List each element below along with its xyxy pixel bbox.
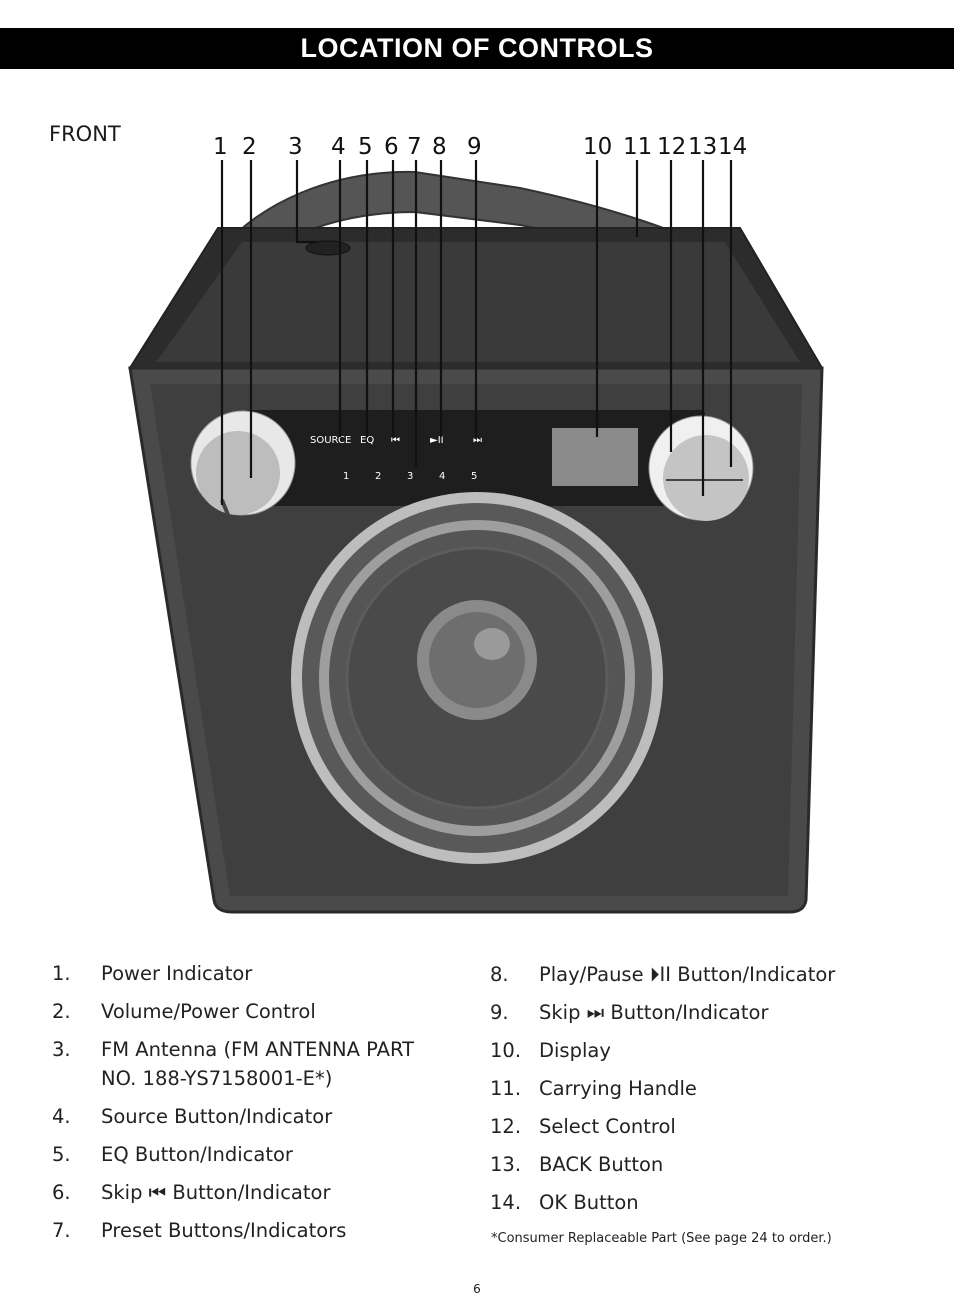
callout-14: 14 bbox=[718, 134, 747, 160]
callout-5: 5 bbox=[358, 134, 373, 160]
controls-list-right: 8.Play/Pause ⏵II Button/Indicator 9.Skip… bbox=[490, 963, 836, 1214]
callout-7: 7 bbox=[407, 134, 422, 160]
skip-back-icon: ⏮ bbox=[391, 435, 400, 446]
callout-2: 2 bbox=[242, 134, 257, 160]
callout-12: 12 bbox=[657, 134, 686, 160]
preset-label-5: 5 bbox=[471, 471, 477, 482]
skip-forward-icon: ⏭ bbox=[473, 435, 482, 446]
eq-button-label: EQ bbox=[360, 435, 374, 446]
section-label-front: FRONT bbox=[49, 122, 121, 146]
preset-label-4: 4 bbox=[439, 471, 445, 482]
page-number: 6 bbox=[473, 1282, 481, 1296]
source-button-label: SOURCE bbox=[310, 435, 351, 446]
callout-4: 4 bbox=[331, 134, 346, 160]
page-title: LOCATION OF CONTROLS bbox=[0, 28, 954, 69]
speaker-cone bbox=[291, 492, 663, 864]
display-screen bbox=[552, 428, 638, 486]
callout-13: 13 bbox=[688, 134, 717, 160]
callout-9: 9 bbox=[467, 134, 482, 160]
callout-8: 8 bbox=[432, 134, 447, 160]
callout-11: 11 bbox=[623, 134, 652, 160]
preset-label-2: 2 bbox=[375, 471, 381, 482]
preset-label-1: 1 bbox=[343, 471, 349, 482]
callout-3: 3 bbox=[288, 134, 303, 160]
callout-1: 1 bbox=[213, 134, 228, 160]
callout-6: 6 bbox=[384, 134, 399, 160]
preset-label-3: 3 bbox=[407, 471, 413, 482]
footnote: *Consumer Replaceable Part (See page 24 … bbox=[491, 1231, 832, 1246]
callout-10: 10 bbox=[583, 134, 612, 160]
callout-leaders bbox=[220, 160, 733, 505]
controls-list-left: 1.Power Indicator 2.Volume/Power Control… bbox=[52, 962, 415, 1242]
play-pause-icon: ►II bbox=[430, 435, 444, 446]
